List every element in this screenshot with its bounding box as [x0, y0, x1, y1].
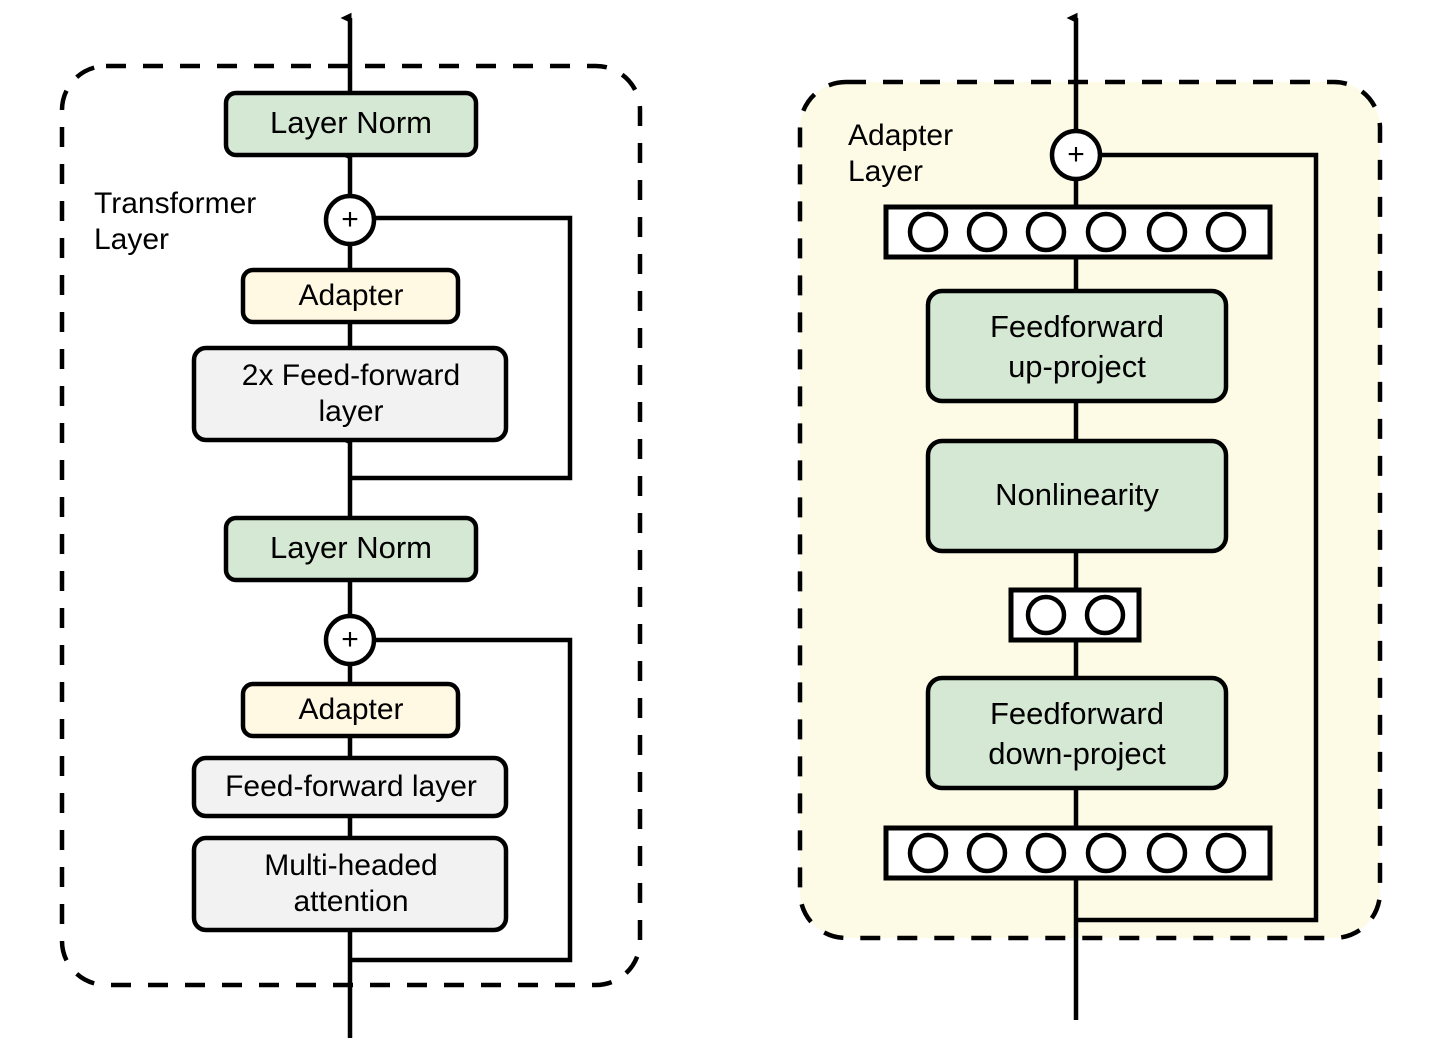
feedforward-up-box[interactable] [925, 288, 1229, 404]
adapter-top-label: Adapter [298, 279, 403, 312]
feedforward-down-box[interactable] [925, 675, 1229, 791]
block-layer-norm-bottom[interactable]: Layer Norm [223, 515, 479, 583]
block-bottleneck-units[interactable] [1008, 587, 1142, 643]
multi-headed-attention-label-line1: Multi-headed [264, 849, 437, 882]
block-feedforward-up[interactable]: Feedforward up-project [925, 288, 1229, 404]
nonlinearity-label: Nonlinearity [995, 477, 1159, 512]
add-top-label: + [341, 203, 359, 236]
adapter-bottom-box[interactable] [240, 681, 461, 739]
block-feed-forward-layer[interactable]: Feed-forward layer [191, 755, 509, 819]
feedforward-down-label-line1: Feedforward [990, 696, 1164, 731]
transformer-layer-label-line2: Layer [94, 223, 169, 256]
feed-forward-layer-box[interactable] [191, 755, 509, 819]
adapter-bottom-label: Adapter [298, 693, 403, 726]
output-unit-circles [907, 211, 1247, 253]
bottleneck-unit-circles [1025, 594, 1126, 636]
transformer-layer-label-line1: Transformer [94, 187, 256, 220]
block-add-bottom[interactable]: + [323, 613, 377, 667]
block-feedforward-down[interactable]: Feedforward down-project [925, 675, 1229, 791]
feedforward-up-label-line1: Feedforward [990, 309, 1164, 344]
input-unit-circles [907, 832, 1247, 874]
layer-norm-top-box[interactable] [223, 90, 479, 158]
adapter-layer-panel: Adapter Layer + [797, 18, 1383, 1020]
block-input-units[interactable] [883, 825, 1273, 881]
add-bottom-circle[interactable] [323, 613, 377, 667]
add-bottom-label: + [341, 623, 359, 656]
feed-forward-2x-label-line1: 2x Feed-forward [242, 359, 460, 392]
add-adapter-circle[interactable] [1049, 128, 1103, 182]
block-feed-forward-2x[interactable]: 2x Feed-forward layer [191, 345, 509, 443]
feed-forward-2x-label-line2: layer [318, 395, 383, 428]
adapter-top-box[interactable] [240, 267, 461, 325]
multi-headed-attention-box[interactable] [191, 835, 509, 933]
block-nonlinearity[interactable]: Nonlinearity [925, 438, 1229, 554]
transformer-layer-panel: Transformer Layer [59, 18, 643, 1038]
feedforward-up-label-line2: up-project [1008, 349, 1146, 384]
block-layer-norm-top[interactable]: Layer Norm [223, 90, 479, 158]
feed-forward-layer-label: Feed-forward layer [225, 770, 477, 803]
block-multi-headed-attention[interactable]: Multi-headed attention [191, 835, 509, 933]
multi-headed-attention-label-line2: attention [293, 885, 408, 918]
layer-norm-top-label: Layer Norm [270, 105, 432, 140]
block-add-top[interactable]: + [323, 193, 377, 247]
layer-norm-bottom-label: Layer Norm [270, 530, 432, 565]
feed-forward-2x-box[interactable] [191, 345, 509, 443]
add-adapter-label: + [1067, 138, 1085, 171]
adapter-layer-label-line1: Adapter [848, 119, 953, 152]
skip-connection-attention [350, 637, 573, 963]
adapter-skip-connection [1076, 152, 1319, 923]
output-units-box[interactable] [883, 204, 1273, 260]
adapter-layer-label-line2: Layer [848, 155, 923, 188]
layer-norm-bottom-box[interactable] [223, 515, 479, 583]
add-top-circle[interactable] [323, 193, 377, 247]
block-add-adapter[interactable]: + [1049, 128, 1103, 182]
block-output-units[interactable] [883, 204, 1273, 260]
nonlinearity-box[interactable] [925, 438, 1229, 554]
feedforward-down-label-line2: down-project [988, 736, 1166, 771]
block-adapter-top[interactable]: Adapter [240, 267, 461, 325]
skip-connection-feedforward [350, 215, 573, 481]
block-adapter-bottom[interactable]: Adapter [240, 681, 461, 739]
